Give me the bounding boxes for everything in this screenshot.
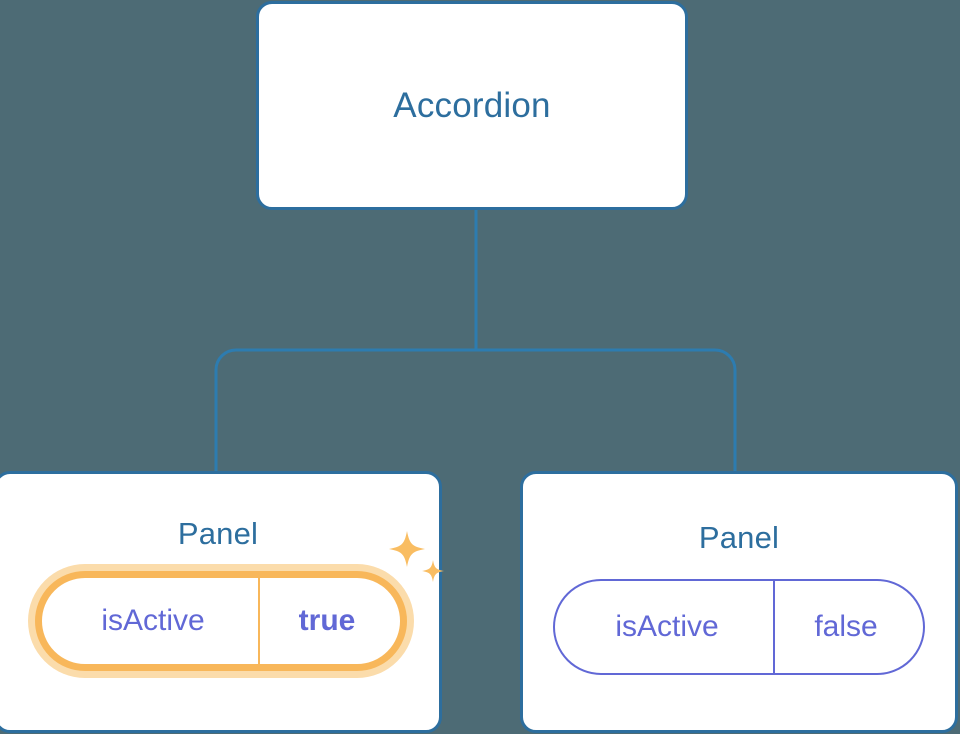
node-panel-active[interactable]: Panel isActive true [0,471,444,733]
node-panel-inactive[interactable]: Panel isActive false [520,471,958,733]
node-title: Accordion [393,86,551,125]
sparkle-large-icon [389,531,425,567]
prop-key: isActive [101,604,205,637]
node-accordion[interactable]: Accordion [256,1,688,210]
connector-branch-right [476,348,737,472]
prop-pill-wrapper: isActive true [35,531,444,671]
prop-value: false [773,581,923,673]
node-title: Panel [698,520,780,555]
prop-pill-isactive-true[interactable]: isActive true [35,571,407,671]
prop-key: isActive [615,610,719,643]
prop-pill-isactive-false[interactable]: isActive false [553,579,925,675]
connector-branch-left [214,348,476,472]
node-title: Panel [177,516,259,551]
sparkle-small-icon [422,560,444,582]
prop-value: true [258,578,400,664]
